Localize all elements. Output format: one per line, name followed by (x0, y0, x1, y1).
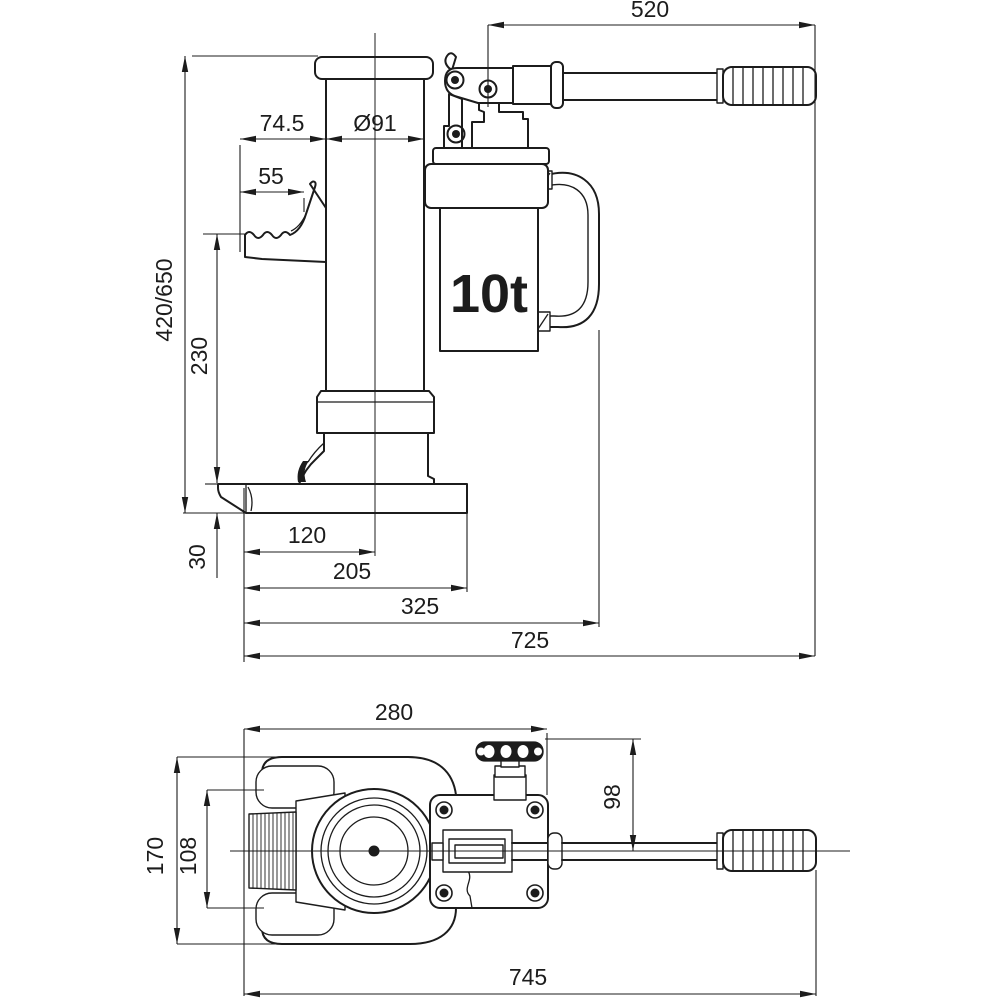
handle-grip (722, 66, 817, 106)
dim-280: 280 (375, 699, 413, 725)
tank-top-flange (424, 163, 549, 209)
dim-91: Ø91 (353, 110, 396, 136)
dim-55: 55 (258, 163, 284, 189)
dim-420-650: 420/650 (151, 258, 177, 341)
pump-handle (562, 66, 817, 106)
dim-230: 230 (186, 337, 212, 375)
dim-170: 170 (142, 837, 168, 875)
pump-linkage (443, 52, 564, 149)
lever-tab (444, 52, 457, 71)
pump-mount-plate (432, 147, 550, 165)
mount-bolt (526, 884, 544, 902)
mount-bolt (435, 801, 453, 819)
handle-socket (512, 65, 554, 105)
mount-bolt (435, 884, 453, 902)
pump-center-block (471, 102, 529, 149)
pivot-bolt (446, 124, 466, 144)
grip-ribs (732, 67, 804, 105)
lower-housing (298, 432, 435, 485)
oil-tank-body (439, 207, 539, 352)
dim-205: 205 (333, 558, 371, 584)
side-view: 10t 520 74 (151, 0, 817, 662)
dim-108: 108 (175, 837, 201, 875)
ram-top-cap (314, 56, 434, 80)
dim-30: 30 (184, 544, 210, 570)
dim-98: 98 (599, 784, 625, 810)
lifting-claw (244, 180, 327, 263)
release-valve-handle (475, 741, 544, 801)
capacity-label: 10t (450, 264, 528, 324)
socket-collar (550, 61, 564, 109)
dim-74-5: 74.5 (260, 110, 305, 136)
plan-dimensions: 280 170 108 98 745 (142, 699, 817, 998)
dim-325: 325 (401, 593, 439, 619)
dim-520: 520 (631, 0, 669, 22)
dim-120: 120 (288, 522, 326, 548)
side-dimensions: 520 74.5 Ø91 55 420/650 230 (151, 0, 816, 662)
dim-745: 745 (509, 964, 547, 990)
pivot-bolt (445, 70, 465, 90)
dim-725: 725 (511, 627, 549, 653)
base-foot (217, 483, 468, 514)
plan-view: 280 170 108 98 745 (142, 699, 850, 998)
mount-bolt (526, 801, 544, 819)
pump-left-column (443, 93, 463, 149)
housing-fillet (297, 461, 309, 482)
